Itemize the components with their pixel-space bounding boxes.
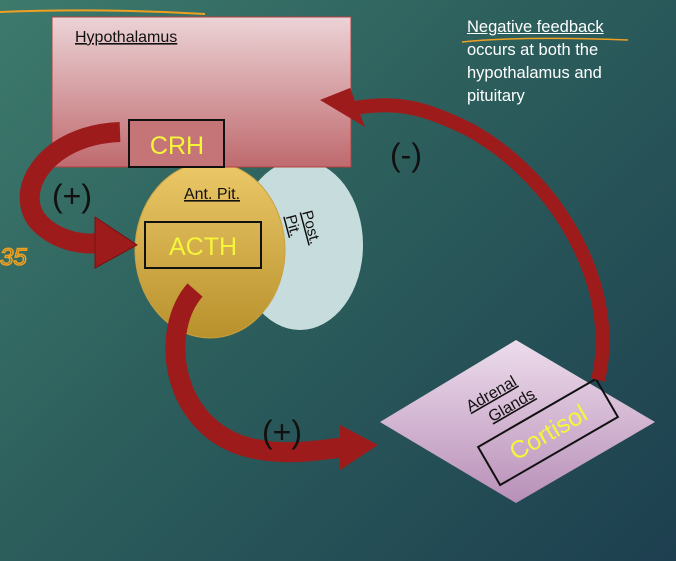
note-line: occurs at both the — [467, 41, 599, 59]
crh-label: CRH — [150, 132, 204, 160]
note-line: pituitary — [467, 87, 525, 105]
handwritten-annotation: 35 — [0, 244, 27, 271]
negative-feedback-note: Negative feedback occurs at both the hyp… — [467, 16, 667, 108]
hypothalamus-label: Hypothalamus — [75, 29, 177, 46]
handwritten-underline — [0, 9, 206, 15]
acth-box — [144, 221, 262, 269]
note-line: hypothalamus and — [467, 64, 602, 82]
acth-stimulation-arrow — [165, 283, 378, 470]
svg-text:Pit.: Pit. — [282, 213, 304, 238]
anterior-pituitary-label: Ant. Pit. — [184, 186, 240, 203]
feedback-minus-sign: (-) — [390, 137, 422, 173]
crh-stimulation-arrow — [19, 122, 138, 269]
acth-label: ACTH — [169, 233, 237, 261]
posterior-pituitary-label: Post. Pit. — [282, 209, 324, 246]
adrenal-glands-shape — [380, 340, 655, 503]
negative-feedback-arrow — [320, 88, 610, 382]
handwritten-underline-note — [461, 37, 629, 43]
acth-plus-sign: (+) — [262, 414, 302, 450]
crh-box — [128, 119, 225, 168]
crh-plus-sign: (+) — [52, 178, 92, 214]
note-line: Negative feedback — [467, 18, 604, 36]
